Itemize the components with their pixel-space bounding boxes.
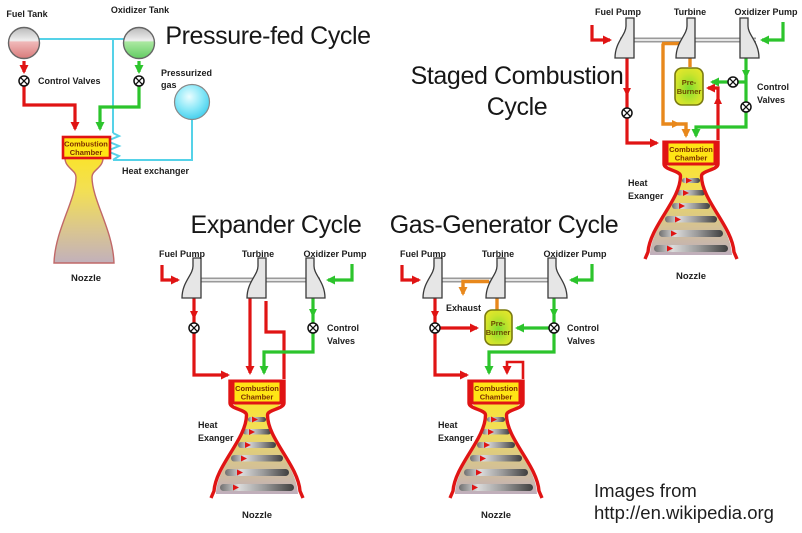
heat-exchanger-label: Heat exchanger <box>122 166 190 176</box>
pre-burner <box>674 67 704 106</box>
pressurized-gas-label: Pressurized <box>161 68 212 78</box>
fuel-pump <box>181 257 202 299</box>
oxidizer-pump <box>305 257 326 299</box>
control-valves-label: Valves <box>757 95 785 105</box>
pre-burner-label: Pre- <box>491 319 506 328</box>
fuel-line <box>590 25 612 45</box>
fuel-tank-label: Fuel Tank <box>6 9 48 19</box>
oxidizer-pump-label: Oxidizer Pump <box>543 249 607 259</box>
control-valves-label: Valves <box>567 336 595 346</box>
exhaust-line <box>458 279 489 296</box>
oxidizer-line <box>760 22 785 45</box>
fuel-tank <box>7 26 41 60</box>
fuel-line <box>160 265 180 285</box>
fuel-line <box>22 86 80 131</box>
oxidizer-line <box>691 56 748 138</box>
control-valves-label: Control <box>757 82 789 92</box>
pre-burner-label: Burner <box>677 87 702 96</box>
fuel-pump <box>614 17 635 59</box>
heat-exanger-label: Heat <box>198 420 218 430</box>
staged-title: Cycle <box>487 93 548 121</box>
combustion-chamber-label: Chamber <box>70 148 103 157</box>
fuel-line <box>400 265 421 285</box>
fuel-pump <box>422 257 443 299</box>
pre-burner-label: Burner <box>486 328 511 337</box>
fuel-line <box>264 301 286 379</box>
credit-line: http://en.wikipedia.org <box>594 502 774 523</box>
control-valves-label: Control <box>327 323 359 333</box>
oxidizer-line <box>259 297 315 375</box>
pressurant-line <box>39 38 193 161</box>
fuel-pump-label: Fuel Pump <box>595 7 642 17</box>
staged-title: Staged Combustion <box>411 62 624 90</box>
oxidizer-tank-label: Oxidizer Tank <box>111 5 170 15</box>
nozzle <box>53 157 115 264</box>
heat-exanger-label: Heat <box>628 178 648 188</box>
oxidizer-tank <box>122 26 156 60</box>
combustion-chamber <box>61 135 112 160</box>
cycle-gas-generator: Pre- Burner Fuel Pump Turbine Oxidizer P… <box>390 211 619 523</box>
image-credit: Images from http://en.wikipedia.org <box>594 480 774 523</box>
heat-exanger-label: Exanger <box>198 433 234 443</box>
oxidizer-pump-label: Oxidizer Pump <box>734 7 798 17</box>
heat-exanger-label: Heat <box>438 420 458 430</box>
cycle-pressure-fed: Combustion Chamber Fuel Tank Oxidizer Ta… <box>6 5 371 284</box>
expander-title: Expander Cycle <box>191 211 362 239</box>
control-valves-label: Control Valves <box>38 76 101 86</box>
exhaust-label: Exhaust <box>446 303 481 313</box>
oxidizer-line <box>326 264 354 285</box>
pre-burner-label: Pre- <box>682 78 697 87</box>
fuel-line <box>625 56 659 148</box>
cycle-expander: Fuel Pump Turbine Oxidizer Pump Control … <box>159 211 367 523</box>
pre-burner <box>484 309 513 346</box>
oxidizer-line <box>95 86 141 131</box>
credit-line: Images from <box>594 480 697 501</box>
nozzle-label: Nozzle <box>71 273 101 284</box>
oxidizer-pump-label: Oxidizer Pump <box>303 249 367 259</box>
oxidizer-pump <box>739 17 760 59</box>
cycle-staged-combustion: Pre- Burner Fuel Pump Turbine Oxidizer P… <box>411 7 798 284</box>
control-valves-label: Control <box>567 323 599 333</box>
combustion-chamber-label: Combustion <box>64 140 108 149</box>
oxidizer-line <box>569 264 594 285</box>
fuel-pump-label: Fuel Pump <box>400 249 447 259</box>
fuel-pump-label: Fuel Pump <box>159 249 206 259</box>
heat-exanger-label: Exanger <box>628 191 664 201</box>
pressurized-gas-tank <box>173 83 211 121</box>
pressurized-gas-label: gas <box>161 80 177 90</box>
control-valves-label: Valves <box>327 336 355 346</box>
turbine-label: Turbine <box>674 7 706 17</box>
turbine-label: Turbine <box>482 249 514 259</box>
heat-exchanger-coil <box>104 132 122 161</box>
pressure-fed-title: Pressure-fed Cycle <box>165 22 370 50</box>
fuel-line <box>502 360 525 379</box>
oxidizer-pump <box>547 257 568 299</box>
turbine-label: Turbine <box>242 249 274 259</box>
heat-exanger-label: Exanger <box>438 433 474 443</box>
fuel-line <box>706 83 720 140</box>
fuel-line <box>192 297 230 380</box>
gas-generator-title: Gas-Generator Cycle <box>390 211 619 239</box>
